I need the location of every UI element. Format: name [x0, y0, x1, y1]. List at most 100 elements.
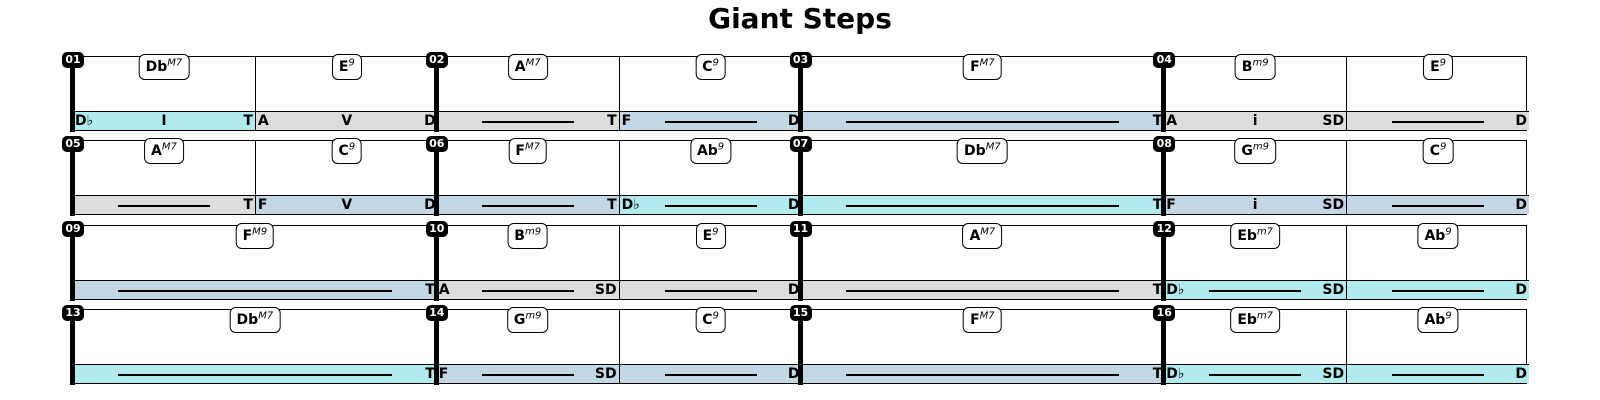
chord-quality: 9	[1439, 57, 1447, 69]
band-end-label: T	[607, 113, 617, 129]
half-measure: T DbM7	[73, 307, 437, 383]
chord-quality: m9	[525, 310, 542, 322]
chord-root: F	[242, 228, 253, 244]
function-band: D	[619, 280, 802, 299]
band-start-label: D♭	[75, 113, 94, 129]
measure-number-badge: 09	[62, 221, 84, 237]
half-measure: T AM7	[436, 54, 619, 130]
chord-symbol: Ab9	[689, 138, 732, 164]
chord-quality: M7	[167, 57, 183, 69]
chord-root: Db	[145, 59, 168, 75]
chord-symbol: E9	[1423, 54, 1454, 80]
measure-barline	[70, 139, 75, 216]
measure-barline	[433, 139, 439, 216]
continuation-line	[1209, 374, 1302, 376]
band-end-label: SD	[1322, 197, 1345, 213]
band-end-label: D	[1515, 366, 1527, 382]
function-band: T	[73, 364, 437, 383]
continuation-line	[1392, 290, 1484, 292]
measure-barline	[1161, 308, 1167, 385]
function-band: D	[1347, 195, 1529, 214]
chord-quality: M7	[979, 310, 995, 322]
function-band: T	[73, 280, 437, 299]
chord-root: G	[513, 312, 526, 328]
band-end-label: T	[607, 197, 617, 213]
chord-symbol: Ebm7	[1230, 307, 1281, 333]
continuation-line	[1392, 121, 1484, 123]
band-start-label: F	[257, 197, 268, 213]
band-end-label: T	[425, 366, 435, 382]
chord-root: Db	[964, 143, 986, 159]
continuation-line	[1209, 290, 1302, 292]
band-end-label: D	[424, 113, 436, 129]
measure-number-badge: 06	[425, 136, 448, 152]
chord-root: C	[338, 143, 349, 159]
chord-symbol: E9	[695, 223, 726, 249]
measure-number-badge: 08	[1153, 136, 1176, 152]
measure-number-badge: 01	[62, 52, 84, 68]
chord-quality: m9	[1252, 57, 1269, 69]
function-band: D♭SD	[1164, 280, 1347, 299]
chord-quality: 9	[712, 310, 719, 322]
function-band: T	[436, 111, 619, 130]
chord-root: A	[514, 59, 526, 75]
measure-barline	[1161, 224, 1167, 301]
chord-quality: M7	[525, 57, 541, 69]
chord-symbol: DbM7	[957, 138, 1008, 164]
half-measure: T FM7	[436, 138, 619, 214]
measure-barline	[797, 308, 803, 385]
chord-root: Ab	[1424, 312, 1446, 328]
measure-number-badge: 13	[62, 305, 84, 321]
measure-number-badge: 11	[789, 221, 812, 237]
band-end-label: T	[1152, 366, 1163, 382]
band-end-label: SD	[1322, 282, 1345, 298]
measure-barline	[70, 308, 75, 385]
chord-quality: M7	[980, 226, 996, 238]
continuation-line	[481, 374, 574, 376]
chord-root: E	[702, 228, 713, 244]
chord-root: Db	[236, 312, 259, 328]
measure-number-badge: 15	[789, 305, 812, 321]
chord-root: B	[1241, 59, 1253, 75]
continuation-line	[481, 121, 574, 123]
continuation-line	[1392, 374, 1484, 376]
continuation-line	[118, 290, 392, 292]
chord-symbol: FM7	[508, 138, 547, 164]
chord-symbol: FM7	[963, 54, 1002, 80]
function-band: T	[436, 195, 619, 214]
continuation-line	[664, 374, 757, 376]
continuation-line	[845, 290, 1120, 292]
roman-numeral-label: i	[1252, 197, 1258, 213]
function-band: D	[1347, 280, 1529, 299]
measure-barline	[70, 224, 75, 301]
measure-barline	[797, 224, 803, 301]
continuation-line	[481, 205, 574, 207]
band-end-label: T	[243, 113, 253, 129]
chord-symbol: Ab9	[1417, 307, 1459, 333]
chord-quality: 9	[348, 57, 355, 69]
chord-quality: 9	[712, 226, 719, 238]
function-band: D♭SD	[1164, 364, 1347, 383]
continuation-line	[1392, 205, 1484, 207]
function-band: D♭D	[619, 195, 802, 214]
chord-quality: 9	[712, 57, 719, 69]
half-measure: D Ab9	[1346, 307, 1529, 383]
chord-symbol: DbM7	[229, 307, 281, 333]
measure-number-badge: 04	[1153, 52, 1176, 68]
chord-symbol: AM7	[144, 138, 184, 164]
band-start-label: F	[1166, 197, 1176, 213]
measure-number-badge: 02	[425, 52, 448, 68]
